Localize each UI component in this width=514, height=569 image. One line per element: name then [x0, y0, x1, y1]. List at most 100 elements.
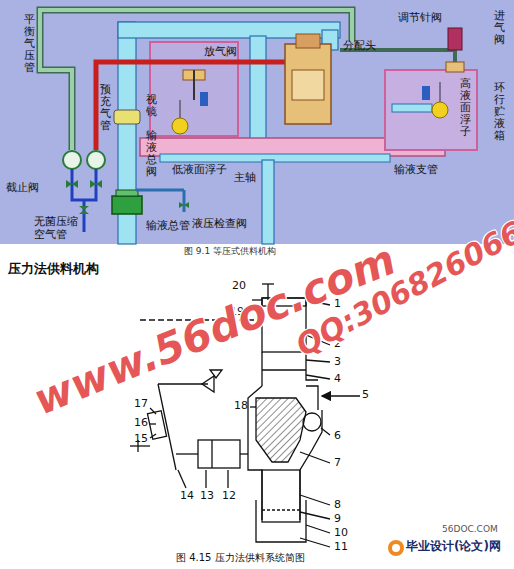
drawing-line — [176, 453, 198, 454]
drawing-rect — [285, 44, 331, 124]
part-label: 调节针阀 — [398, 12, 442, 25]
drawing-path — [179, 202, 189, 208]
drawing-line — [227, 470, 228, 488]
part-label: 无菌压缩空气管 — [34, 216, 84, 241]
callout-number: 5 — [362, 389, 369, 402]
callout-number: 3 — [334, 356, 341, 369]
callout-number: 16 — [134, 417, 148, 430]
drawing-path — [210, 370, 222, 378]
drawing-line — [322, 395, 360, 396]
drawing-line — [205, 470, 206, 488]
drawing-path — [202, 376, 214, 392]
drawing-rect — [116, 190, 138, 196]
part-label: 截止阀 — [6, 182, 39, 195]
callout-number: 7 — [334, 457, 341, 470]
drawing-path — [90, 180, 102, 188]
drawing-path — [256, 398, 306, 462]
drawing-line — [300, 452, 330, 463]
drawing-rect — [114, 110, 140, 124]
callout-number: 17 — [134, 398, 148, 411]
part-label: 平衡气压管 — [24, 14, 35, 74]
part-label: 进气阀 — [494, 10, 505, 46]
drawing-line — [306, 375, 330, 379]
drawing-line — [306, 525, 330, 533]
drawing-rect — [296, 34, 320, 48]
part-label: 预充气管 — [100, 84, 111, 132]
callout-number: 8 — [334, 499, 341, 512]
drawing-rect — [250, 36, 266, 140]
drawing-line — [250, 406, 256, 407]
part-label: 液压检查阀 — [192, 218, 247, 231]
drawing-rect — [448, 28, 462, 50]
drawing-line — [158, 383, 208, 384]
drawing-circle — [432, 102, 448, 118]
drawing-line — [180, 100, 181, 120]
callout-number: 14 — [180, 490, 194, 503]
drawing-path — [262, 369, 306, 370]
callout-number: 13 — [200, 490, 214, 503]
drawing-rect — [385, 70, 477, 150]
drawing-line — [262, 509, 300, 510]
drawing-line — [136, 189, 184, 192]
drawing-line — [150, 423, 156, 424]
drawing-rect — [446, 62, 464, 72]
drawing-circle — [388, 540, 404, 556]
drawing-line — [83, 200, 86, 232]
callout-number: 15 — [134, 433, 148, 446]
drawing-path — [40, 10, 352, 150]
part-label: 56DOC.COM — [442, 524, 498, 534]
part-label: 输液支管 — [394, 164, 438, 177]
drawing-line — [193, 70, 195, 100]
drawing-path — [248, 386, 322, 520]
drawing-rect — [112, 196, 142, 214]
drawing-line — [240, 453, 248, 454]
part-label: 毕业设计(论文)网 — [406, 540, 501, 554]
drawing-path — [340, 50, 455, 70]
part-label: 压力法供料机构 — [8, 262, 99, 277]
drawing-line — [130, 445, 150, 446]
drawing-circle — [87, 151, 105, 169]
callout-number: 4 — [334, 373, 341, 386]
part-label: 低液面浮子 — [172, 164, 227, 177]
drawing-line — [440, 82, 441, 102]
callout-number: 6 — [334, 430, 341, 443]
drawing-line — [150, 408, 156, 414]
drawing-rect — [422, 86, 430, 100]
drawing-circle — [392, 544, 400, 552]
drawing-rect — [200, 92, 208, 106]
drawing-line — [178, 470, 186, 488]
drawing-rect — [147, 411, 166, 439]
part-label: 高液面浮子 — [460, 78, 471, 138]
drawing-rect — [150, 42, 238, 136]
drawing-rect — [262, 160, 274, 244]
callout-number: 11 — [334, 541, 348, 554]
drawing-path — [79, 206, 89, 214]
drawing-path — [256, 500, 306, 542]
callout-number: 18 — [234, 400, 248, 413]
part-label: 主轴 — [234, 172, 256, 185]
drawing-path — [40, 10, 352, 150]
part-label: 图 9.1 等压式供料机构 — [184, 246, 276, 256]
drawing-circle — [63, 151, 81, 169]
drawing-path — [66, 180, 78, 188]
part-label: 放气阀 — [204, 46, 237, 59]
part-label: 图 4.15 压力法供料系统简图 — [176, 552, 305, 564]
drawing-line — [211, 440, 212, 468]
part-label: 分配头 — [343, 40, 376, 53]
part-label: 环行贮液箱 — [494, 82, 505, 142]
callout-number: 10 — [334, 527, 348, 540]
part-label: 输液总管 — [146, 220, 190, 233]
drawing-line — [158, 384, 176, 470]
part-label: 输液总阀 — [146, 130, 157, 178]
drawing-rect — [262, 470, 300, 522]
callout-number: 12 — [222, 490, 236, 503]
drawing-rect — [0, 0, 514, 244]
drawing-path — [306, 386, 318, 410]
drawing-rect — [160, 154, 390, 162]
callout-number: 20 — [232, 280, 246, 293]
drawing-line — [321, 428, 330, 435]
callout-number: 9 — [334, 513, 341, 526]
drawing-circle — [172, 118, 188, 134]
drawing-line — [183, 190, 186, 212]
